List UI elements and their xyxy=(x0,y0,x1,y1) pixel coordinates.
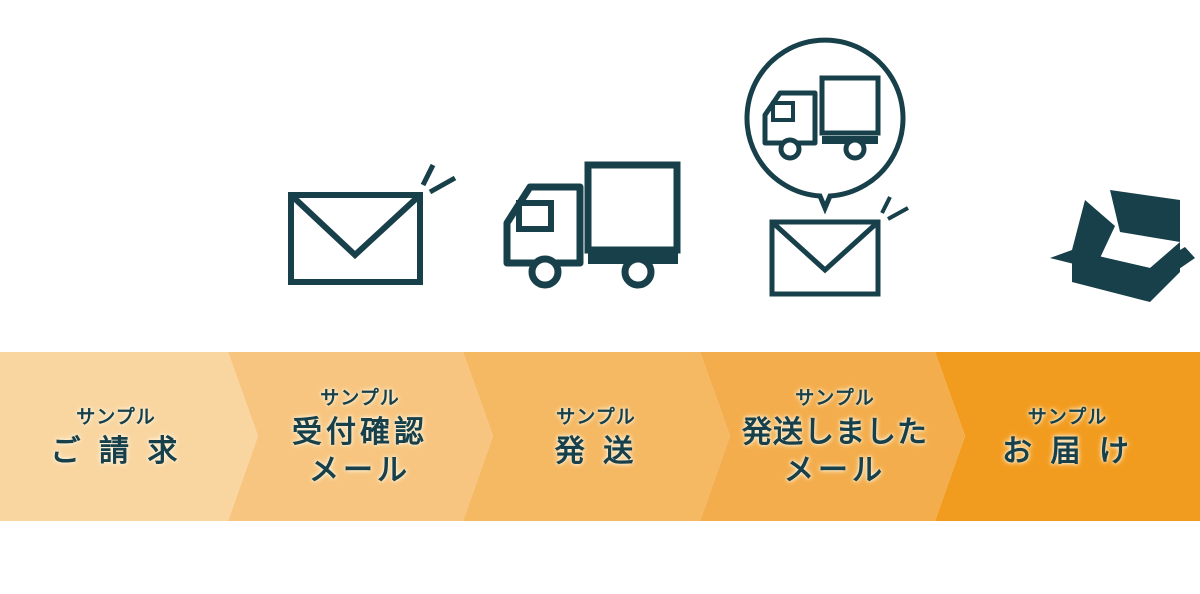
envelope-truck-bubble-icon xyxy=(744,37,909,297)
step-subtitle: サンプル xyxy=(1027,406,1108,428)
step-bg-1 xyxy=(0,352,258,521)
step-shipping: サンプル 発 送 xyxy=(476,352,716,521)
envelope-icon xyxy=(288,163,457,285)
step-delivery: サンプル お 届 け xyxy=(950,352,1185,521)
step-subtitle: サンプル xyxy=(76,406,156,428)
step-title-line2: メール xyxy=(309,453,411,488)
step-subtitle: サンプル xyxy=(556,406,636,428)
step-subtitle: サンプル xyxy=(320,387,400,409)
step-title: 発 送 xyxy=(554,434,638,469)
step-title: お 届 け xyxy=(1002,434,1133,469)
step-bg-3 xyxy=(463,352,730,521)
open-box-icon xyxy=(1050,190,1195,302)
step-title: ご 請 求 xyxy=(50,434,182,469)
step-shipped-email: サンプル 発送しました メール xyxy=(710,352,960,521)
step-title: 受付確認 xyxy=(292,415,428,450)
step-title: 発送しました xyxy=(742,415,928,450)
truck-icon xyxy=(503,161,681,289)
step-subtitle: サンプル xyxy=(795,387,875,409)
step-bg-2 xyxy=(228,352,493,521)
step-title-line2: メール xyxy=(784,453,886,488)
step-bg-5 xyxy=(935,352,1200,521)
step-billing: サンプル ご 請 求 xyxy=(0,352,232,521)
step-bg-4 xyxy=(700,352,965,521)
icons-layer xyxy=(288,37,1195,302)
step-band xyxy=(0,352,1200,521)
step-receipt-email: サンプル 受付確認 メール xyxy=(240,352,480,521)
